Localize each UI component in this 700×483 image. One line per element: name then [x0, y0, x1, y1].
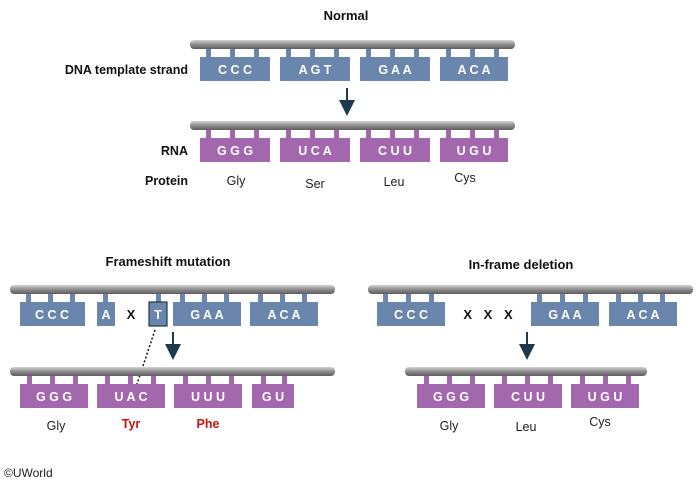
svg-text:U U U: U U U: [191, 390, 225, 404]
amino-acid: Gly: [47, 419, 67, 433]
amino-acid: Gly: [440, 419, 460, 433]
dna-codon: G A A: [360, 57, 430, 81]
svg-text:G A A: G A A: [548, 308, 581, 322]
fs-rna-codon: U A C: [97, 384, 165, 408]
amino-acid: Leu: [516, 420, 537, 434]
fs-rna-pegs: [27, 376, 287, 384]
amino-acid: Leu: [384, 175, 405, 189]
rna-codon: U G U: [440, 138, 508, 162]
svg-text:T: T: [154, 308, 162, 322]
copyright: ©UWorld: [4, 466, 53, 480]
dna-codon: C C C: [200, 57, 270, 81]
fs-dna-pegs: [26, 294, 307, 302]
if-dna-pegs: [383, 294, 665, 302]
fs-dna-codon: C C C: [20, 302, 85, 326]
amino-acid: Cys: [454, 171, 476, 185]
dna-codon: A G T: [280, 57, 350, 81]
svg-text:G A A: G A A: [190, 308, 223, 322]
svg-text:A C A: A C A: [626, 308, 659, 322]
rna-pegs: [206, 130, 499, 138]
if-dna-codon: C C C: [377, 302, 445, 326]
dna-codon: A C A: [440, 57, 508, 81]
if-rna-codon: G G G: [417, 384, 485, 408]
protein-label: Protein: [145, 174, 188, 188]
rna-codon: U C A: [280, 138, 350, 162]
svg-text:G U: G U: [262, 390, 284, 404]
fs-rna-codon: G G G: [20, 384, 88, 408]
svg-text:A: A: [101, 308, 110, 322]
svg-text:U A C: U A C: [114, 390, 147, 404]
svg-text:A C A: A C A: [457, 63, 490, 77]
fs-dna-codon: A C A: [250, 302, 318, 326]
deleted-base-mark: X: [127, 307, 136, 322]
normal-title: Normal: [324, 8, 369, 23]
svg-text:C C C: C C C: [35, 308, 69, 322]
fs-dna-backbone: [10, 285, 335, 294]
if-dna-codon: A C A: [609, 302, 677, 326]
svg-text:G A A: G A A: [378, 63, 411, 77]
amino-acid: Ser: [305, 177, 324, 191]
fs-rna-backbone: [10, 367, 335, 376]
if-rna-backbone: [405, 367, 647, 376]
svg-text:G G G: G G G: [36, 390, 72, 404]
svg-text:U C A: U C A: [298, 144, 332, 158]
svg-text:U G U: U G U: [457, 144, 492, 158]
fs-dna-codon: G A A: [173, 302, 241, 326]
fs-dna-base: A: [97, 302, 115, 326]
svg-text:A G T: A G T: [299, 63, 332, 77]
if-rna-codon: C U U: [494, 384, 562, 408]
amino-acid: Cys: [589, 415, 611, 429]
rna-label: RNA: [161, 144, 188, 158]
rna-codon: C U U: [360, 138, 430, 162]
svg-text:G G G: G G G: [217, 144, 253, 158]
fs-rna-codon: U U U: [174, 384, 242, 408]
amino-acid: Gly: [227, 174, 247, 188]
svg-text:C C C: C C C: [394, 308, 428, 322]
fs-dna-base: T: [148, 301, 168, 327]
frameshift-title: Frameshift mutation: [106, 254, 231, 269]
if-rna-pegs: [424, 376, 631, 384]
svg-text:C U U: C U U: [378, 144, 412, 158]
svg-text:C U U: C U U: [511, 390, 545, 404]
dna-label: DNA template strand: [65, 63, 188, 77]
svg-text:U G U: U G U: [588, 390, 623, 404]
rna-backbone: [190, 121, 515, 130]
deleted-codon-mark: X X X: [463, 307, 513, 322]
fs-rna-codon: G U: [252, 384, 294, 408]
inframe-title: In-frame deletion: [469, 257, 574, 272]
if-rna-codon: U G U: [571, 384, 639, 408]
fs-shift-link: [134, 329, 156, 391]
svg-text:A C A: A C A: [267, 308, 300, 322]
mutated-amino-acid: Tyr: [122, 417, 141, 431]
svg-text:C C C: C C C: [218, 63, 252, 77]
if-dna-backbone: [368, 285, 693, 294]
dna-pegs: [206, 49, 499, 57]
svg-text:G G G: G G G: [433, 390, 469, 404]
mutated-amino-acid: Phe: [197, 417, 220, 431]
if-dna-codon: G A A: [531, 302, 599, 326]
dna-backbone: [190, 40, 515, 49]
rna-codon: G G G: [200, 138, 270, 162]
